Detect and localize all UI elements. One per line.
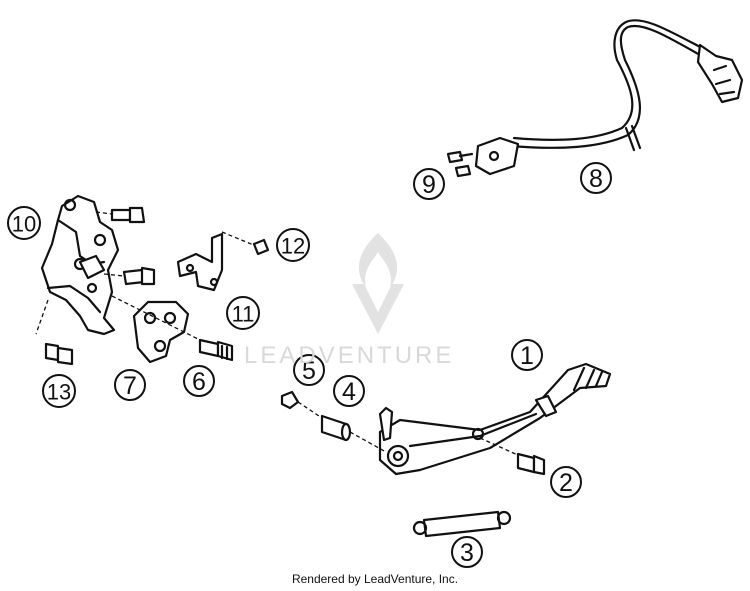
svg-text:12: 12: [281, 234, 305, 259]
svg-text:5: 5: [302, 357, 316, 385]
return-spring-part: [412, 510, 512, 538]
callout-8: 8: [580, 162, 612, 194]
collar-part: [320, 414, 387, 453]
mounting-plate-part: [132, 300, 190, 364]
callout-13: 13: [42, 374, 76, 408]
watermark-text: LEADVENTURE: [244, 342, 455, 369]
wiring-harness-part: [474, 19, 744, 176]
callout-4: 4: [333, 375, 365, 407]
pivot-bolt-part: [479, 437, 546, 476]
svg-text:3: 3: [460, 539, 474, 567]
screw-part: [252, 238, 270, 256]
svg-text:2: 2: [559, 469, 573, 497]
screw-part: [446, 150, 474, 178]
callout-2: 2: [550, 466, 582, 498]
side-stand-bracket-part: [40, 194, 120, 336]
callout-9: 9: [413, 168, 445, 200]
guide-line: [111, 295, 201, 341]
callout-6: 6: [183, 365, 215, 397]
bolt-part: [103, 266, 156, 286]
svg-text:11: 11: [232, 302, 255, 327]
leadventure-logo-icon: [352, 233, 404, 334]
svg-text:13: 13: [47, 380, 71, 405]
footer-credit: Rendered by LeadVenture, Inc.: [291, 572, 459, 586]
callout-12: 12: [276, 228, 310, 262]
callout-1: 1: [511, 339, 543, 371]
svg-text:10: 10: [12, 212, 36, 237]
svg-text:1: 1: [520, 342, 534, 370]
callout-7: 7: [114, 369, 146, 401]
svg-text:9: 9: [422, 171, 436, 199]
nut-part: [280, 390, 323, 419]
switch-bracket-part: [176, 231, 257, 292]
side-stand-part: [378, 362, 612, 476]
callout-10: 10: [7, 206, 41, 240]
svg-text:7: 7: [123, 372, 137, 400]
svg-text:8: 8: [589, 165, 603, 193]
bolt-part: [35, 299, 74, 366]
callout-3: 3: [451, 536, 483, 568]
svg-text:6: 6: [192, 368, 206, 396]
callout-11: 11: [226, 296, 260, 330]
svg-text:4: 4: [342, 378, 356, 406]
bolt-part: [95, 206, 146, 224]
pivot-bolt-part: [198, 338, 234, 362]
callout-5: 5: [293, 354, 325, 386]
